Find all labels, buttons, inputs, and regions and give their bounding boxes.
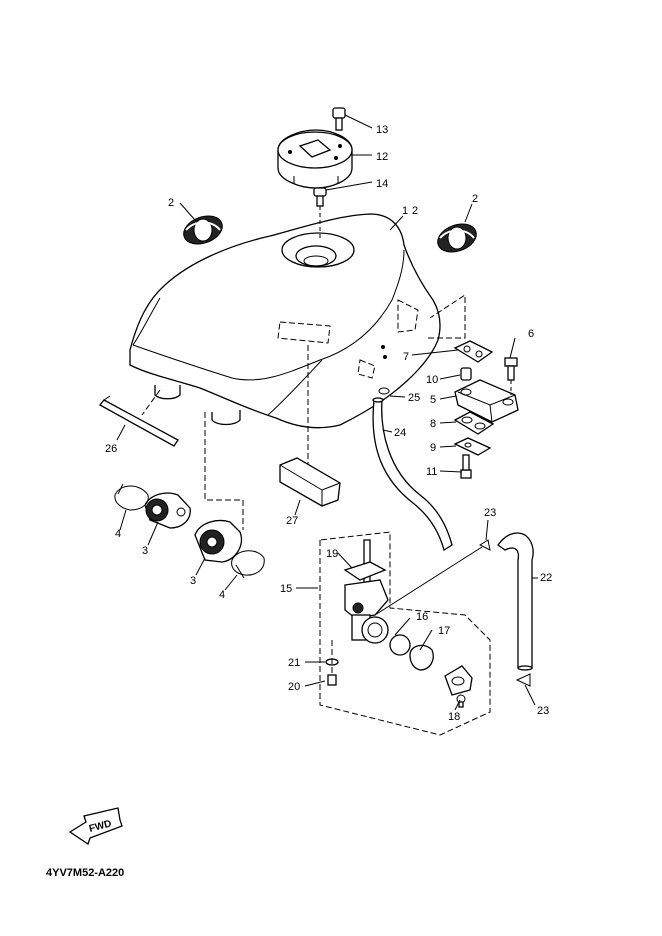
cover-3-lower (194, 519, 242, 563)
oring-16 (389, 634, 411, 656)
callout-4-lower: 4 (219, 589, 225, 601)
screw-20 (327, 674, 337, 686)
callout-24: 24 (394, 427, 406, 439)
clip-25 (378, 387, 390, 395)
callout-1: 1 (402, 205, 408, 217)
callout-14: 14 (376, 178, 388, 190)
bolt-13 (332, 107, 346, 131)
clip-23-upper (478, 539, 491, 551)
callout-9: 9 (430, 442, 436, 454)
collar-10 (460, 367, 472, 381)
bracket-5 (454, 379, 519, 423)
callout-26: 26 (105, 443, 117, 455)
callout-4-upper: 4 (115, 528, 121, 540)
stay-7 (453, 340, 494, 363)
callout-23-upper: 23 (484, 507, 496, 519)
callout-5: 5 (430, 394, 436, 406)
lever-17 (409, 644, 434, 671)
fuel-cap (277, 129, 353, 189)
callout-1-2: 2 (412, 205, 418, 217)
fwd-arrow: FWD (68, 807, 123, 846)
callout-12: 12 (376, 151, 388, 163)
callout-19: 19 (326, 548, 338, 560)
leader-lines (116, 114, 538, 711)
fuel-cock (344, 539, 389, 644)
callout-25: 25 (408, 392, 420, 404)
plate-9 (453, 437, 492, 456)
filter-19 (343, 561, 387, 581)
callout-labels: 13 12 14 2 2 1 2 6 7 10 5 25 8 24 9 26 1… (105, 124, 552, 723)
callout-23-lower: 23 (537, 705, 549, 717)
clip-4-upper (114, 483, 149, 511)
bolt-6 (504, 357, 518, 395)
screw-14 (313, 187, 327, 240)
bolt-11 (460, 454, 472, 479)
clip-4-lower (231, 550, 265, 579)
hose-24 (372, 397, 453, 552)
diagram-code: 4YV7M52-A220 (46, 867, 124, 879)
callout-2-right: 2 (472, 193, 478, 205)
fuel-cock-group-outline (319, 531, 491, 736)
callout-21: 21 (288, 657, 300, 669)
callout-22: 22 (540, 572, 552, 584)
damper-8 (453, 411, 495, 435)
callout-7: 7 (403, 351, 409, 363)
fuel-tank (129, 213, 441, 429)
plate-18 (444, 665, 473, 708)
callout-2-left: 2 (168, 197, 174, 209)
damper-26 (99, 395, 179, 447)
callout-18: 18 (448, 711, 460, 723)
callout-11: 11 (426, 466, 437, 478)
callout-13: 13 (376, 124, 388, 136)
emblem-left (183, 215, 223, 245)
damper-27 (279, 457, 341, 507)
callout-17: 17 (438, 625, 450, 637)
callout-6: 6 (528, 328, 534, 340)
callout-10: 10 (426, 374, 438, 386)
callout-20: 20 (288, 681, 300, 693)
callout-27: 27 (286, 515, 298, 527)
callout-8: 8 (430, 418, 436, 430)
callout-15: 15 (280, 583, 292, 595)
emblem-right (437, 223, 477, 253)
callout-3-lower: 3 (190, 575, 196, 587)
cover-3-upper (144, 492, 191, 529)
callout-16: 16 (416, 611, 428, 623)
callout-3-upper: 3 (142, 545, 148, 557)
hose-22 (497, 532, 534, 671)
clip-23-lower (515, 673, 531, 687)
